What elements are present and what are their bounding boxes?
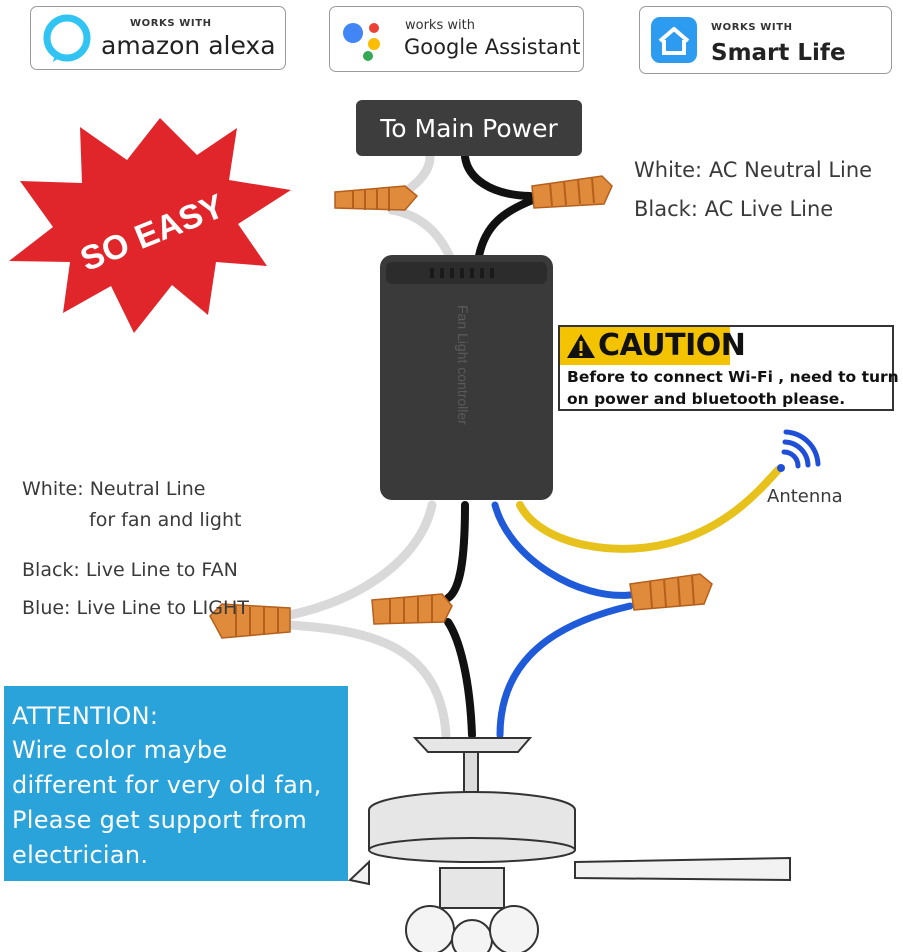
top-wires — [387, 152, 542, 267]
caution-notice: CAUTION Before to connect Wi-Fi , need t… — [558, 325, 899, 411]
alexa-works-with: WORKS WITH — [130, 18, 212, 29]
caution-line-2: on power and bluetooth please. — [567, 390, 846, 408]
bottom-wires — [285, 466, 782, 740]
attention-line-4: Please get support from — [12, 806, 308, 834]
alexa-ring-icon — [43, 14, 91, 62]
legend-white-neutral: White: Neutral Line — [22, 478, 206, 500]
caution-title: CAUTION — [598, 328, 746, 363]
caution-tag: CAUTION — [560, 327, 746, 365]
google-assistant-dots-icon — [343, 23, 380, 61]
legend-white-ac-neutral: White: AC Neutral Line — [634, 158, 873, 182]
antenna-label: Antenna — [767, 486, 843, 507]
attention-line-5: electrician. — [12, 841, 149, 869]
attention-line-1: ATTENTION: — [12, 702, 159, 730]
so-easy-starburst: SO EASY — [9, 118, 291, 333]
google-assistant-name: Google Assistant — [404, 35, 581, 59]
wire-nut-middle-black — [371, 593, 453, 625]
legend-black-fan: Black: Live Line to FAN — [22, 559, 238, 581]
caution-line-1: Before to connect Wi-Fi , need to turn — [567, 368, 899, 386]
legend-blue-light: Blue: Live Line to LIGHT — [22, 597, 249, 619]
to-main-power-label: To Main Power — [356, 100, 582, 156]
smart-life-name: Smart Life — [711, 40, 846, 66]
legend-black-ac-live: Black: AC Live Line — [634, 197, 834, 221]
attention-line-2: Wire color maybe — [12, 736, 228, 764]
legend-white-neutral-cont: for fan and light — [89, 509, 242, 531]
wire-nut-right-blue — [629, 573, 713, 611]
wire-nut-top-black — [531, 175, 613, 209]
attention-notice: ATTENTION: Wire color maybe different fo… — [4, 686, 348, 881]
smart-life-works-with: WORKS WITH — [711, 22, 793, 33]
wire-nut-top-white — [334, 185, 419, 211]
wifi-signal-icon — [777, 429, 821, 472]
fan-light-controller: Fan Light controller — [380, 255, 553, 500]
smart-life-house-icon — [651, 17, 697, 63]
wire-nut-left-white — [209, 603, 291, 639]
controller-print: Fan Light controller — [455, 305, 471, 425]
alexa-name: amazon alexa — [101, 31, 276, 60]
alexa-badge: WORKS WITH amazon alexa — [30, 6, 286, 70]
google-assistant-badge: works with Google Assistant — [329, 6, 584, 72]
starburst-shape — [9, 118, 291, 333]
attention-line-3: different for very old fan, — [12, 771, 322, 799]
smart-life-badge: WORKS WITH Smart Life — [639, 6, 892, 74]
google-works-with: works with — [405, 18, 475, 33]
ceiling-fan — [347, 737, 791, 952]
warning-triangle-icon — [567, 334, 595, 358]
